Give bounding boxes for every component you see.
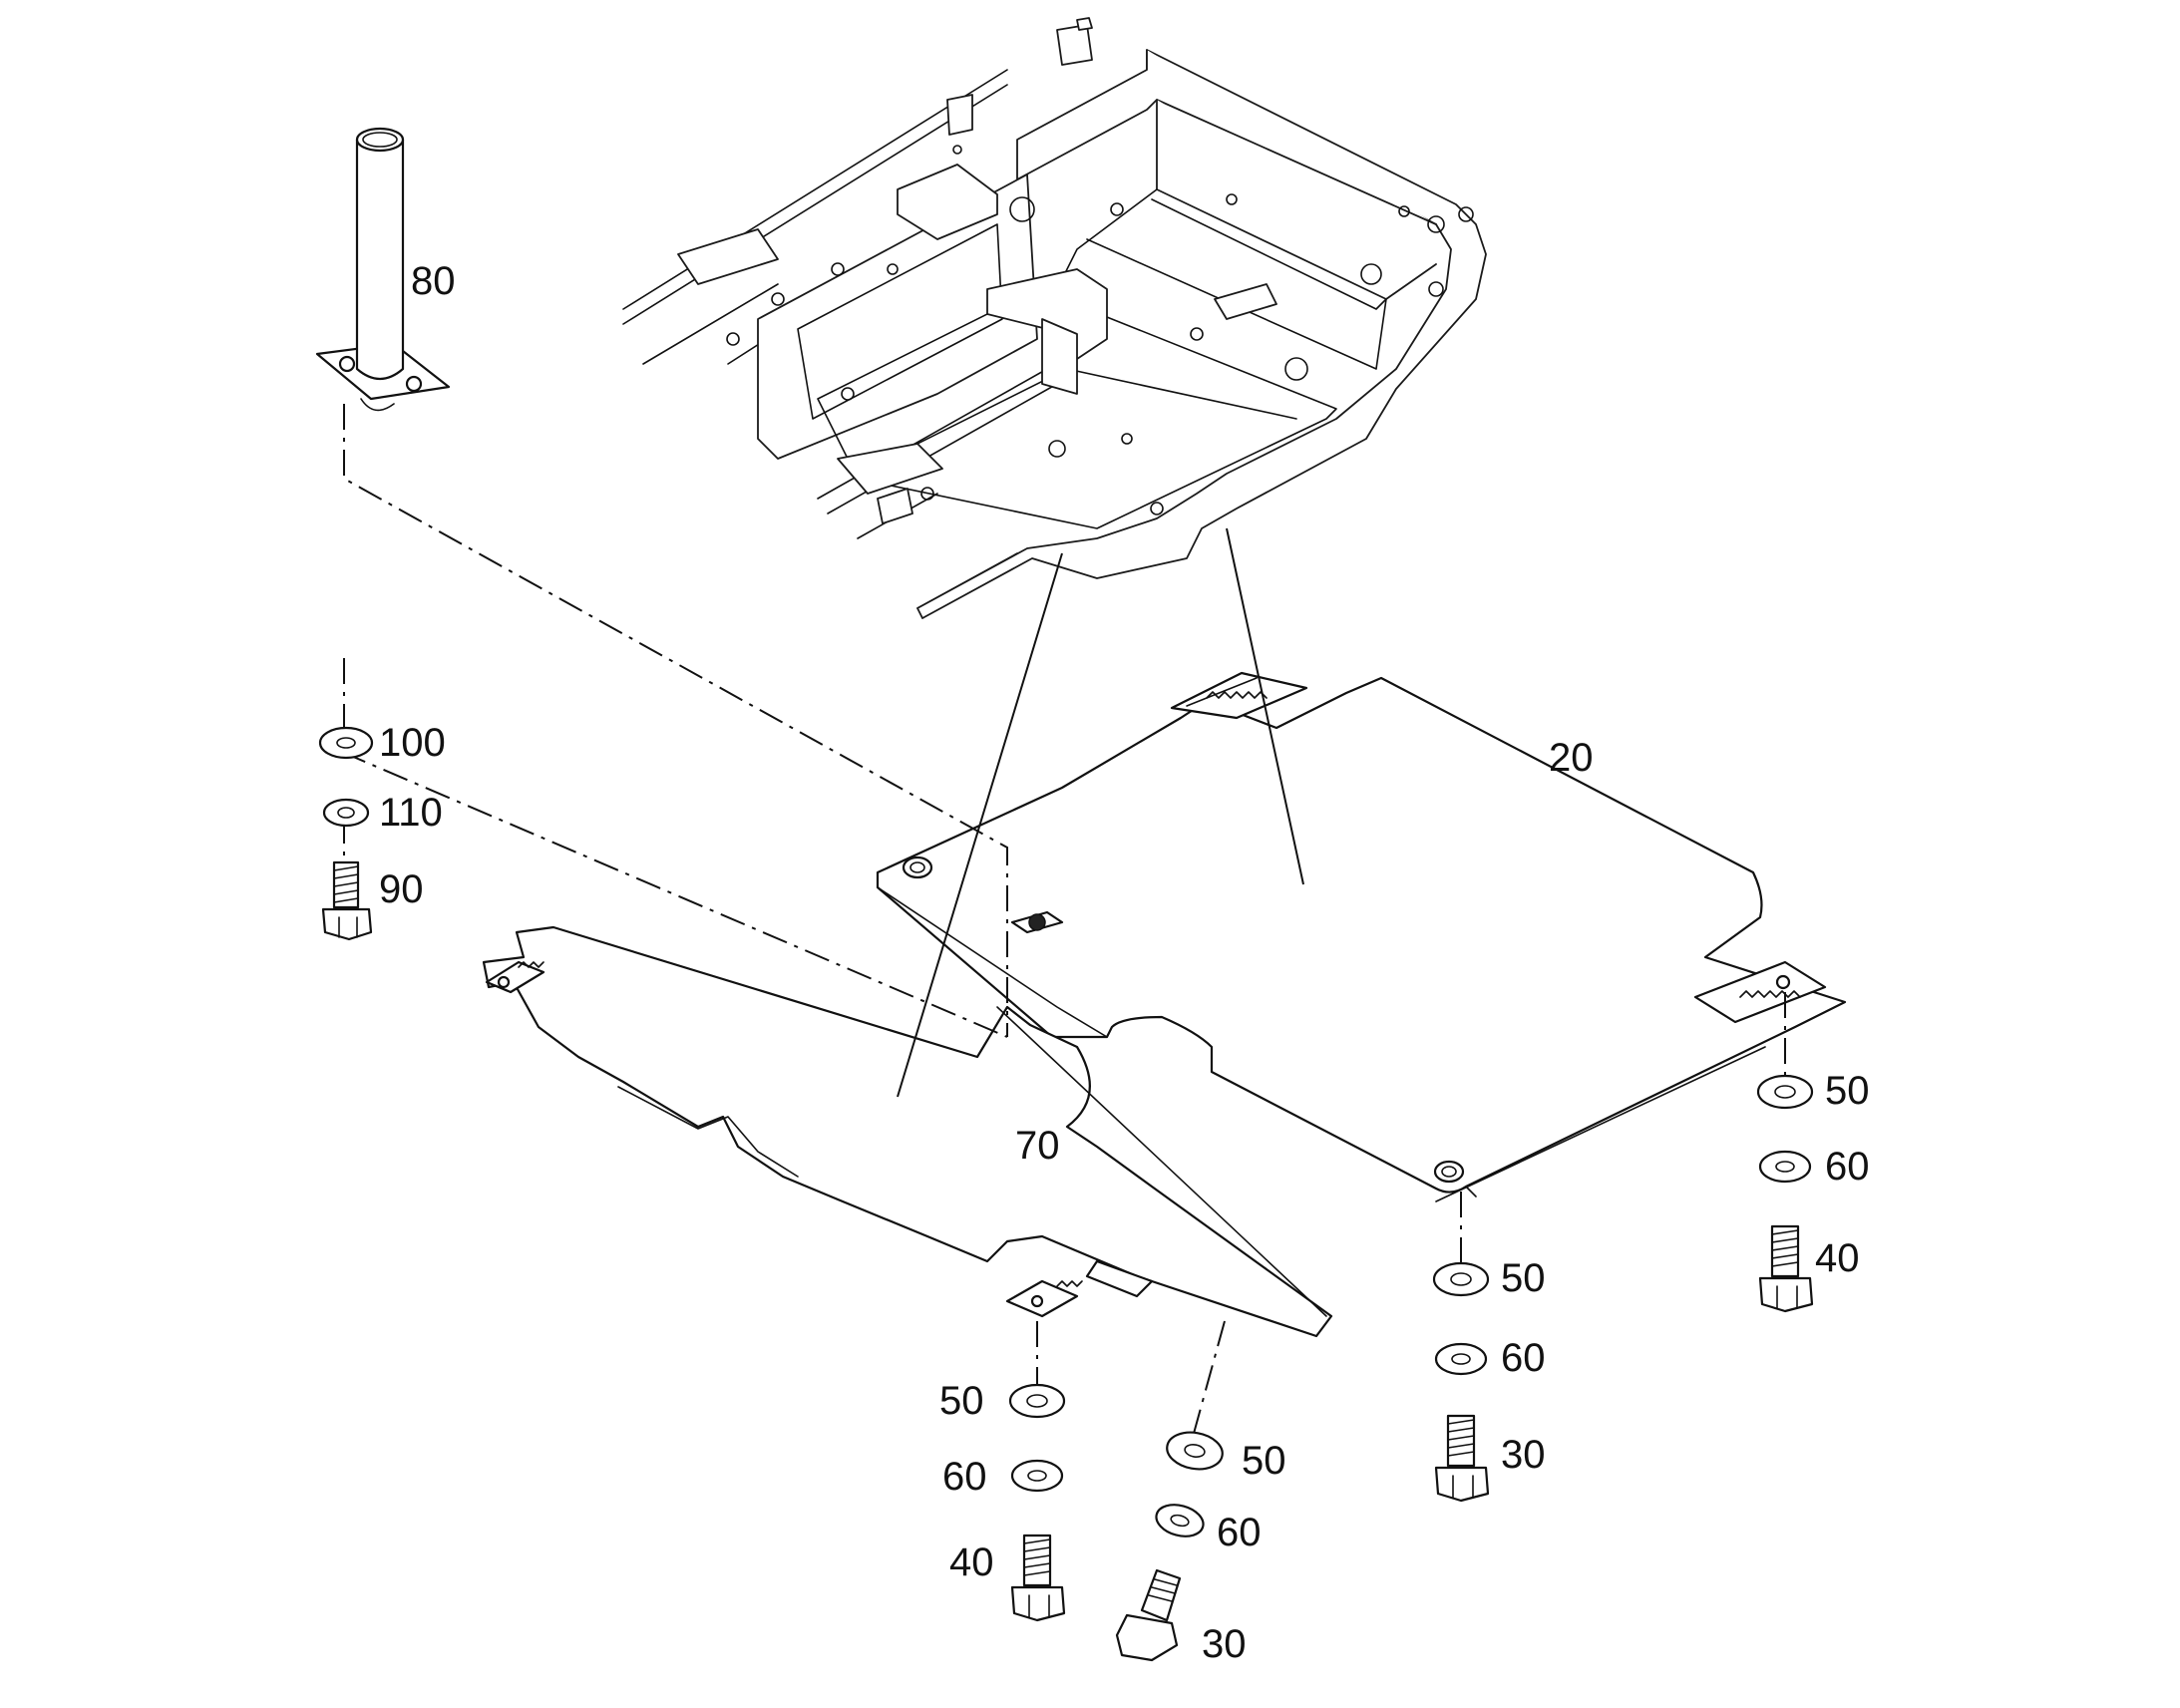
callout-70: 70: [1015, 1124, 1060, 1168]
callout-30-center-right: 30: [1202, 1622, 1247, 1666]
callout-labels: 80 20 100 110 90 70 50 60 40 50 60 30 50…: [379, 259, 1870, 1666]
hardware-stack-far-right: [1756, 1074, 1814, 1313]
hardware-stack-center-right: [1115, 1431, 1224, 1662]
cover-plate-long: [482, 925, 1333, 1338]
callout-30-right-middle: 30: [1501, 1433, 1546, 1477]
callout-40-far-right: 40: [1815, 1236, 1860, 1280]
hardware-stack-right-middle: [1432, 1261, 1490, 1503]
callout-80: 80: [411, 259, 456, 303]
machine-frame: [622, 17, 1487, 619]
mounting-pipe: [315, 127, 451, 412]
hardware-left: [318, 726, 374, 941]
callout-50-far-right: 50: [1825, 1069, 1870, 1113]
callout-100: 100: [379, 721, 446, 765]
hardware-stack-center-left: [1008, 1383, 1066, 1622]
callout-50-right-middle: 50: [1501, 1256, 1546, 1300]
callout-60-center-left: 60: [942, 1455, 987, 1499]
callout-20: 20: [1549, 736, 1594, 780]
callout-60-center-right: 60: [1217, 1511, 1262, 1554]
callout-90: 90: [379, 867, 424, 911]
callout-110: 110: [379, 791, 443, 835]
callout-60-far-right: 60: [1825, 1145, 1870, 1189]
callout-50-center-right: 50: [1242, 1439, 1286, 1483]
callout-60-right-middle: 60: [1501, 1336, 1546, 1380]
callout-50-center-left: 50: [939, 1379, 984, 1423]
cover-plate-large: [876, 671, 1847, 1202]
callout-40-center-left: 40: [949, 1540, 994, 1584]
